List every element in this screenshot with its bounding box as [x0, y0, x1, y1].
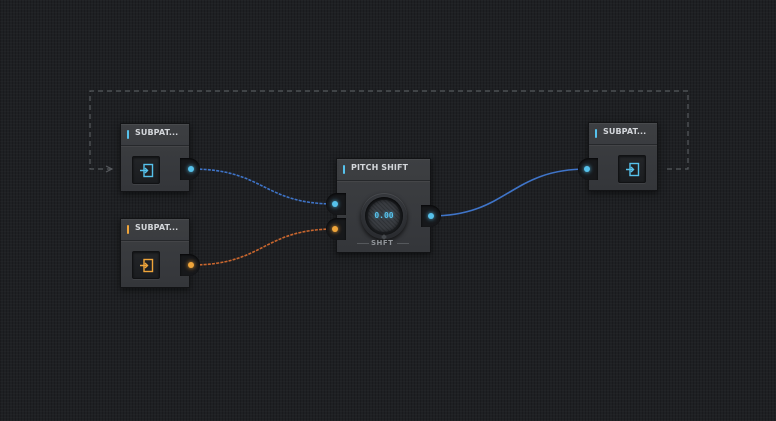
input-arrow-icon[interactable]: [618, 155, 646, 183]
input-port-2[interactable]: [332, 226, 338, 232]
knob-label-rule-left: [357, 243, 369, 244]
knob-value: 0.00: [374, 211, 394, 220]
knob-ring: 0.00: [365, 197, 403, 235]
input-port-1[interactable]: [332, 201, 338, 207]
knob-label-rule-right: [397, 243, 409, 244]
node-accent-bar: [127, 130, 129, 139]
node-title: SUBPAT...: [135, 128, 179, 137]
subpatch-output-node[interactable]: SUBPAT...: [588, 122, 658, 191]
subpatch-node-orange[interactable]: SUBPAT...: [120, 218, 190, 288]
wire-blue-subpatch-to-pitch-shift[interactable]: [190, 168, 336, 205]
subpatch-node-blue[interactable]: SUBPAT...: [120, 123, 190, 192]
input-port[interactable]: [584, 166, 590, 172]
node-title: SUBPAT...: [135, 223, 179, 232]
node-accent-bar: [595, 129, 597, 138]
node-header[interactable]: SUBPAT...: [589, 123, 657, 145]
output-port[interactable]: [428, 213, 434, 219]
input-arrow-icon[interactable]: [132, 156, 160, 184]
feedback-loop-line: [89, 90, 689, 170]
node-header[interactable]: PITCH SHIFT: [337, 159, 430, 181]
node-header[interactable]: SUBPAT...: [121, 219, 189, 241]
output-port[interactable]: [188, 262, 194, 268]
node-accent-bar: [343, 165, 345, 174]
node-accent-bar: [127, 225, 129, 234]
wire-blue-pitch-shift-to-subpatch-out[interactable]: [430, 168, 588, 217]
pitch-shift-node[interactable]: PITCH SHIFT 0.00 SHFT: [336, 158, 431, 253]
wire-orange-subpatch-to-pitch-shift[interactable]: [190, 228, 336, 266]
knob-face: 0.00: [368, 200, 400, 232]
input-arrow-icon[interactable]: [132, 251, 160, 279]
feedback-arrowhead: [105, 165, 114, 173]
node-title: SUBPAT...: [603, 127, 647, 136]
node-title: PITCH SHIFT: [351, 163, 409, 172]
knob-label: SHFT: [371, 239, 394, 247]
shift-knob[interactable]: 0.00: [361, 193, 407, 239]
node-header[interactable]: SUBPAT...: [121, 124, 189, 146]
output-port[interactable]: [188, 166, 194, 172]
